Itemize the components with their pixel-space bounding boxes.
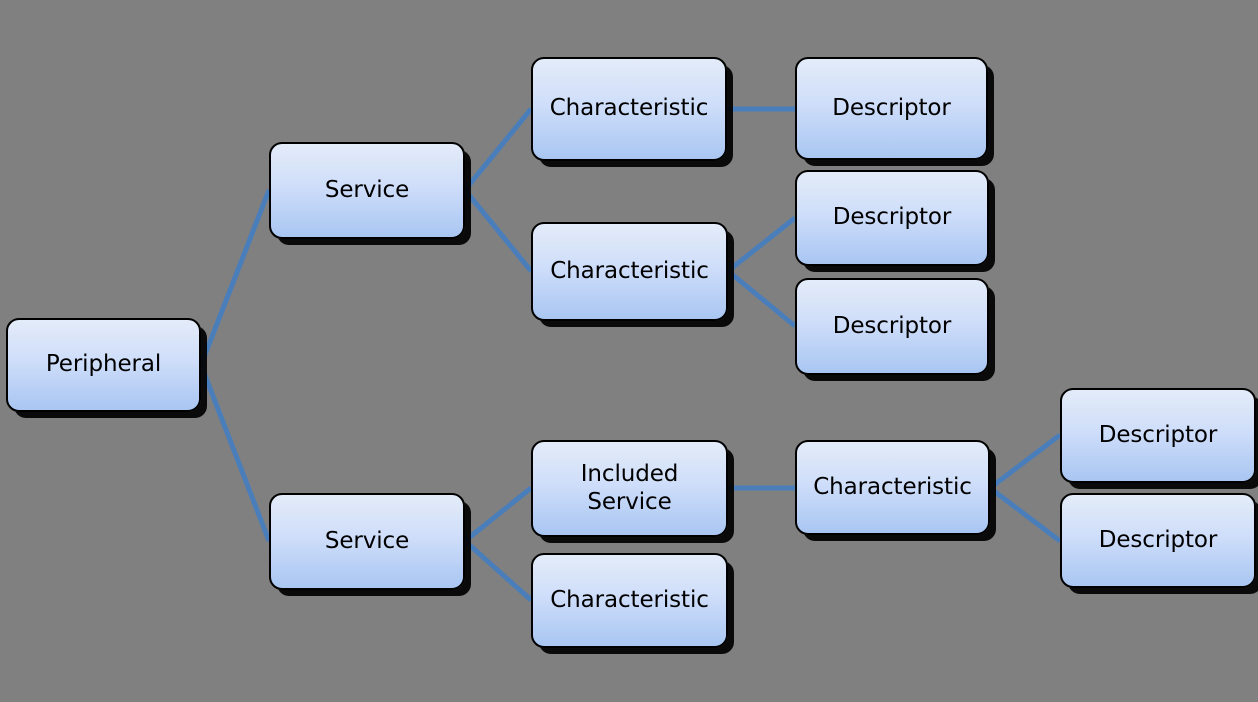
edge-char-4-to-descriptor-4 bbox=[988, 433, 1062, 490]
node-peripheral[interactable]: Peripheral bbox=[6, 318, 201, 412]
edge-service-bottom-to-included bbox=[463, 486, 533, 543]
node-label-descriptor-2: Descriptor bbox=[832, 204, 952, 231]
node-label-descriptor-4: Descriptor bbox=[1098, 421, 1218, 448]
edge-service-top-to-char-2 bbox=[463, 188, 533, 273]
edge-service-top-to-char-1 bbox=[463, 107, 533, 192]
node-label-char-4: Characteristic bbox=[813, 473, 972, 500]
node-descriptor-4[interactable]: Descriptor bbox=[1060, 388, 1256, 483]
node-label-service-top: Service bbox=[324, 176, 410, 203]
edge-char-2-to-descriptor-3 bbox=[726, 269, 797, 328]
node-label-descriptor-5: Descriptor bbox=[1098, 526, 1218, 553]
node-label-included-service: Included Service bbox=[580, 461, 679, 515]
node-service-bottom[interactable]: Service bbox=[269, 493, 465, 590]
edge-char-2-to-descriptor-2 bbox=[726, 216, 797, 273]
node-label-char-2: Characteristic bbox=[550, 257, 709, 284]
node-char-1[interactable]: Characteristic bbox=[531, 57, 727, 161]
node-descriptor-5[interactable]: Descriptor bbox=[1060, 493, 1256, 588]
edge-char-4-to-descriptor-5 bbox=[988, 486, 1062, 543]
node-label-char-1: Characteristic bbox=[549, 95, 709, 122]
edge-service-bottom-to-char-3 bbox=[463, 539, 533, 602]
edge-peripheral-to-service-top bbox=[198, 189, 272, 366]
edge-peripheral-to-service-bottom bbox=[198, 364, 272, 542]
node-char-3[interactable]: Characteristic bbox=[531, 553, 728, 648]
node-char-4[interactable]: Characteristic bbox=[795, 440, 990, 535]
node-descriptor-1[interactable]: Descriptor bbox=[795, 57, 988, 160]
node-label-descriptor-1: Descriptor bbox=[832, 94, 951, 121]
node-descriptor-2[interactable]: Descriptor bbox=[795, 170, 989, 266]
node-descriptor-3[interactable]: Descriptor bbox=[795, 278, 989, 375]
node-service-top[interactable]: Service bbox=[269, 142, 465, 239]
node-char-2[interactable]: Characteristic bbox=[531, 222, 728, 321]
node-label-char-3: Characteristic bbox=[550, 586, 709, 613]
node-label-service-bottom: Service bbox=[324, 527, 410, 554]
node-included-service[interactable]: Included Service bbox=[531, 440, 728, 537]
node-label-descriptor-3: Descriptor bbox=[832, 312, 952, 339]
node-label-peripheral: Peripheral bbox=[45, 351, 162, 378]
